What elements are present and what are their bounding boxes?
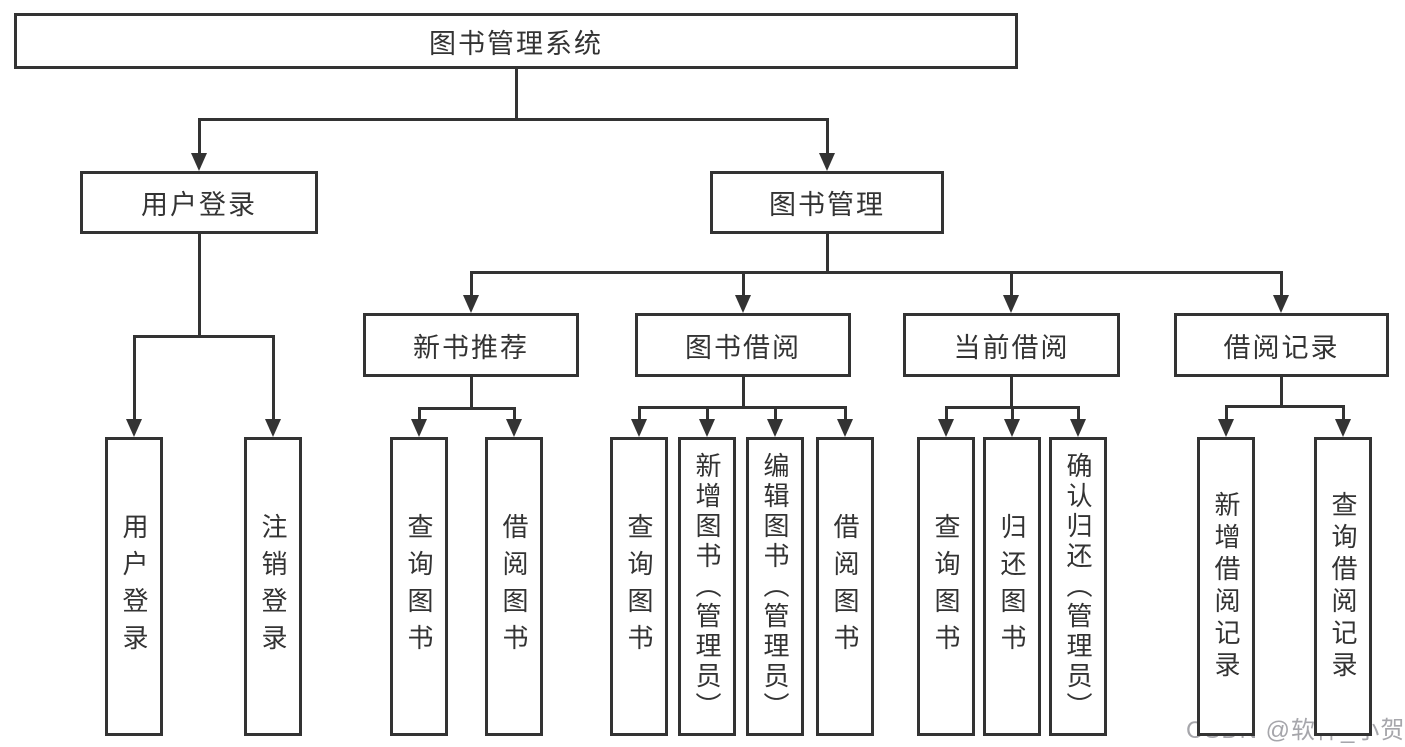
node-leaf-return-book: 归还图书: [983, 437, 1041, 736]
connector-line: [741, 271, 745, 299]
connector-line: [1010, 406, 1014, 423]
node-leaf-query-record: 查询借阅记录: [1314, 437, 1372, 736]
connector-line: [417, 407, 516, 410]
arrowhead-icon: [1004, 419, 1020, 437]
connector-line: [469, 271, 1283, 274]
node-leaf-edit-book: 编辑图书（管理员）: [746, 437, 804, 736]
connector-line: [1076, 406, 1080, 423]
connector-line: [1224, 405, 1228, 423]
connector-line: [944, 406, 948, 423]
connector-line: [637, 406, 641, 423]
connector-line: [741, 377, 745, 409]
connector-line: [132, 335, 275, 338]
arrowhead-icon: [1273, 295, 1289, 313]
node-root: 图书管理系统: [14, 13, 1018, 69]
node-new-book-recommend: 新书推荐: [363, 313, 579, 377]
node-leaf-borrow-book-b: 借阅图书: [816, 437, 874, 736]
node-user-login: 用户登录: [80, 171, 318, 234]
node-borrowing-records: 借阅记录: [1174, 313, 1389, 377]
connector-line: [705, 406, 709, 423]
arrowhead-icon: [191, 153, 207, 171]
connector-line: [132, 335, 136, 423]
connector-line: [512, 407, 516, 423]
arrowhead-icon: [126, 419, 142, 437]
arrowhead-icon: [463, 295, 479, 313]
arrowhead-icon: [837, 419, 853, 437]
connector-line: [825, 234, 829, 274]
node-current-borrowing: 当前借阅: [903, 313, 1120, 377]
connector-line: [1341, 405, 1345, 423]
connector-line: [637, 406, 847, 409]
connector-line: [843, 406, 847, 423]
arrowhead-icon: [767, 419, 783, 437]
node-leaf-add-record: 新增借阅记录: [1197, 437, 1255, 736]
arrowhead-icon: [1003, 295, 1019, 313]
arrowhead-icon: [265, 419, 281, 437]
node-leaf-query-book-b: 查询图书: [610, 437, 668, 736]
connector-line: [514, 69, 518, 121]
node-book-management: 图书管理: [710, 171, 944, 234]
connector-line: [1279, 377, 1283, 408]
arrowhead-icon: [1070, 419, 1086, 437]
arrowhead-icon: [1218, 419, 1234, 437]
connector-line: [773, 406, 777, 423]
connector-line: [1279, 271, 1283, 299]
arrowhead-icon: [1335, 419, 1351, 437]
connector-line: [1009, 271, 1013, 299]
node-leaf-confirm-return: 确认归还（管理员）: [1049, 437, 1107, 736]
node-leaf-borrow-book-a: 借阅图书: [485, 437, 543, 736]
node-leaf-user-login: 用户登录: [105, 437, 163, 736]
arrowhead-icon: [631, 419, 647, 437]
arrowhead-icon: [819, 153, 835, 171]
arrowhead-icon: [938, 419, 954, 437]
connector-line: [469, 271, 473, 299]
node-book-borrowing: 图书借阅: [635, 313, 851, 377]
connector-line: [271, 335, 275, 423]
arrowhead-icon: [506, 419, 522, 437]
node-leaf-query-book-a: 查询图书: [390, 437, 448, 736]
connector-line: [1224, 405, 1345, 408]
arrowhead-icon: [699, 419, 715, 437]
node-leaf-query-book-c: 查询图书: [917, 437, 975, 736]
connector-line: [825, 118, 829, 157]
node-leaf-logout: 注销登录: [244, 437, 302, 736]
connector-line: [469, 377, 473, 410]
connector-line: [197, 118, 201, 157]
node-leaf-add-book: 新增图书（管理员）: [678, 437, 736, 736]
connector-line: [197, 234, 201, 338]
arrowhead-icon: [411, 419, 427, 437]
connector-line: [1009, 377, 1013, 409]
connector-line: [417, 407, 421, 423]
arrowhead-icon: [735, 295, 751, 313]
connector-line: [197, 118, 829, 121]
